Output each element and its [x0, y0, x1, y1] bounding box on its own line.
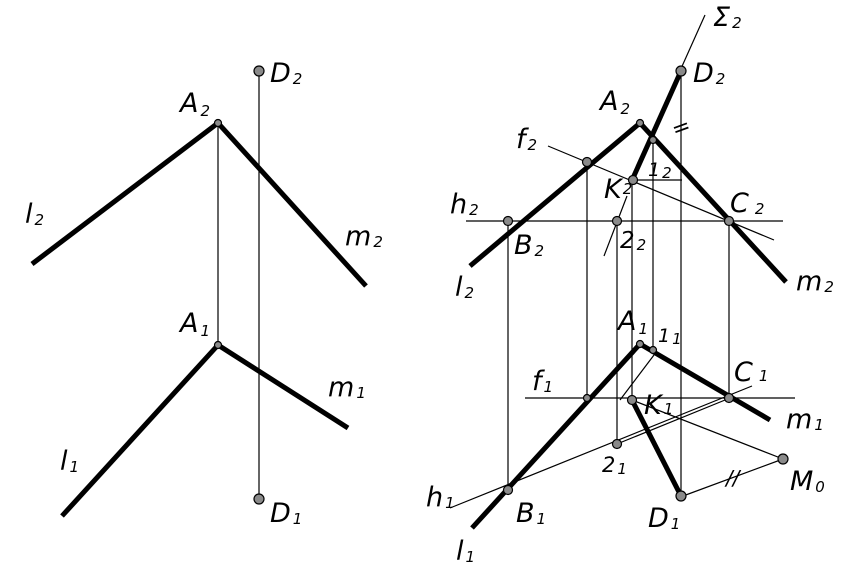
- line-D1-M0: [682, 458, 784, 497]
- point-f2-l2: [581, 156, 593, 168]
- line-K1-M0: [631, 399, 784, 460]
- point-D1: [675, 490, 687, 502]
- point-D1: [253, 493, 265, 505]
- line-m2: [216, 121, 368, 288]
- point-D2: [253, 65, 265, 77]
- line-near-1-1: [619, 354, 655, 401]
- point-1-2: [648, 135, 658, 145]
- point-A2: [635, 118, 645, 128]
- point-A2: [213, 118, 223, 128]
- point-2-2: [611, 215, 623, 227]
- point-C2: [723, 215, 735, 227]
- line-2-1-C1: [616, 397, 731, 445]
- point-1-1: [648, 345, 658, 355]
- line-l1: [60, 343, 220, 518]
- line-D2-K2: [630, 69, 684, 180]
- point-B1: [502, 484, 514, 496]
- line-h1: [449, 385, 753, 509]
- point-K2: [627, 174, 639, 186]
- point-D2: [675, 65, 687, 77]
- line-m1: [216, 342, 350, 431]
- point-A1: [635, 339, 645, 349]
- line-m2-right: [638, 121, 788, 284]
- point-M0: [777, 453, 789, 465]
- point-A1: [213, 340, 223, 350]
- line-l1-right: [470, 342, 642, 530]
- line-2-2: [603, 195, 628, 257]
- line-l2: [30, 121, 220, 266]
- equal-mark-bottom: //: [724, 466, 742, 490]
- line-m1-right: [638, 341, 772, 423]
- point-C1: [723, 392, 735, 404]
- line-l2-right: [468, 121, 642, 268]
- point-2-1: [611, 438, 623, 450]
- point-f1-l1: [582, 393, 592, 403]
- point-B2: [502, 215, 514, 227]
- equal-mark-top: =: [668, 113, 694, 143]
- line-K1-D1: [629, 398, 684, 498]
- label-K2: K2: [604, 174, 632, 205]
- point-K1: [626, 394, 638, 406]
